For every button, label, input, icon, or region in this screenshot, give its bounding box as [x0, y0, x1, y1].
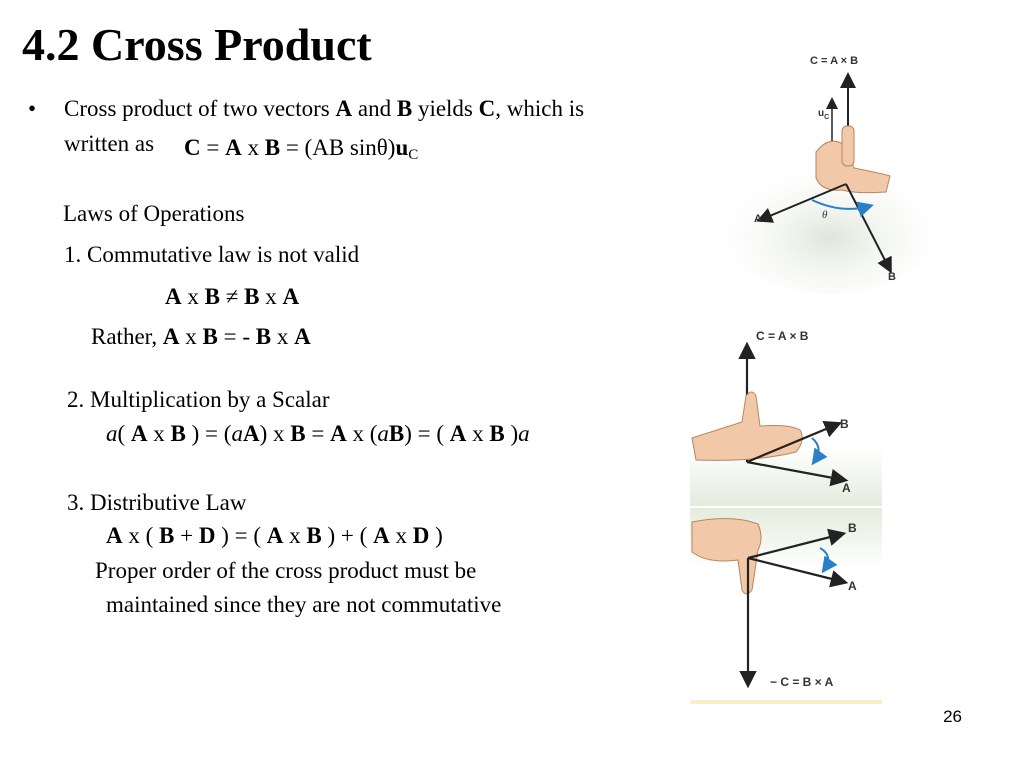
vector-a-arrow-3 — [747, 556, 849, 588]
slide-title: 4.2 Cross Product — [22, 19, 372, 70]
fig2-top-label: C = A × B — [756, 329, 809, 343]
law1-inequality: A x B ≠ B x A — [165, 284, 300, 309]
rotation-arc — [811, 199, 874, 217]
fist-shape — [815, 140, 891, 194]
vector-b-arrow-2 — [746, 420, 843, 464]
rotation-arc-2 — [811, 437, 828, 466]
vector-a-arrow-2 — [746, 460, 849, 487]
vector-b-arrow — [845, 183, 892, 274]
law1-title: 1. Commutative law is not valid — [64, 242, 360, 267]
fig3-a-label: A — [848, 579, 857, 593]
fig3-b-label: B — [848, 521, 857, 535]
fig1-top-label: C = A × B — [810, 55, 858, 67]
definition-line-1: Cross product of two vectors A and B yie… — [64, 96, 585, 121]
thumbs-down-hand — [691, 517, 762, 595]
fig1-theta-label: θ — [822, 209, 828, 221]
vector-b-arrow-3 — [747, 528, 847, 560]
bullet-marker: • — [28, 96, 37, 121]
law3-note-line-1: Proper order of the cross product must b… — [95, 558, 477, 583]
fig3-bottom-label: − C = B × A — [770, 675, 834, 689]
rotation-arc-3 — [819, 547, 838, 574]
law3-note-line-2: maintained since they are not commutativ… — [106, 592, 502, 617]
thumbs-down-figure: B A − C = B × A — [690, 508, 882, 704]
fig2-a-label: A — [842, 481, 851, 495]
fig1-u-label: uC — [818, 108, 829, 121]
law3-title: 3. Distributive Law — [67, 490, 247, 515]
law1-rather-equation: Rather, A x B = - B x A — [91, 324, 311, 349]
laws-heading: Laws of Operations — [63, 201, 245, 226]
fig1-a-label: A — [754, 213, 762, 225]
cross-product-equation: C = A x B = (AB sinθ)uC — [184, 135, 419, 163]
fig2-b-label: B — [840, 417, 849, 431]
law3-equation: A x ( B + D ) = ( A x B ) + ( A x D ) — [106, 523, 443, 548]
thumb-shape — [841, 125, 855, 167]
thumbs-up-figure: C = A × B B A — [690, 329, 882, 506]
vector-a-arrow — [756, 183, 847, 223]
page-number: 26 — [943, 707, 962, 726]
law2-title: 2. Multiplication by a Scalar — [67, 387, 330, 412]
law2-equation: a( A x B ) = (aA) x B = A x (aB) = ( A x… — [106, 421, 530, 446]
definition-line-2: written as — [64, 131, 155, 156]
right-hand-rule-figure: C = A × B uC A B θ — [720, 55, 936, 294]
fig1-b-label: B — [888, 271, 896, 283]
